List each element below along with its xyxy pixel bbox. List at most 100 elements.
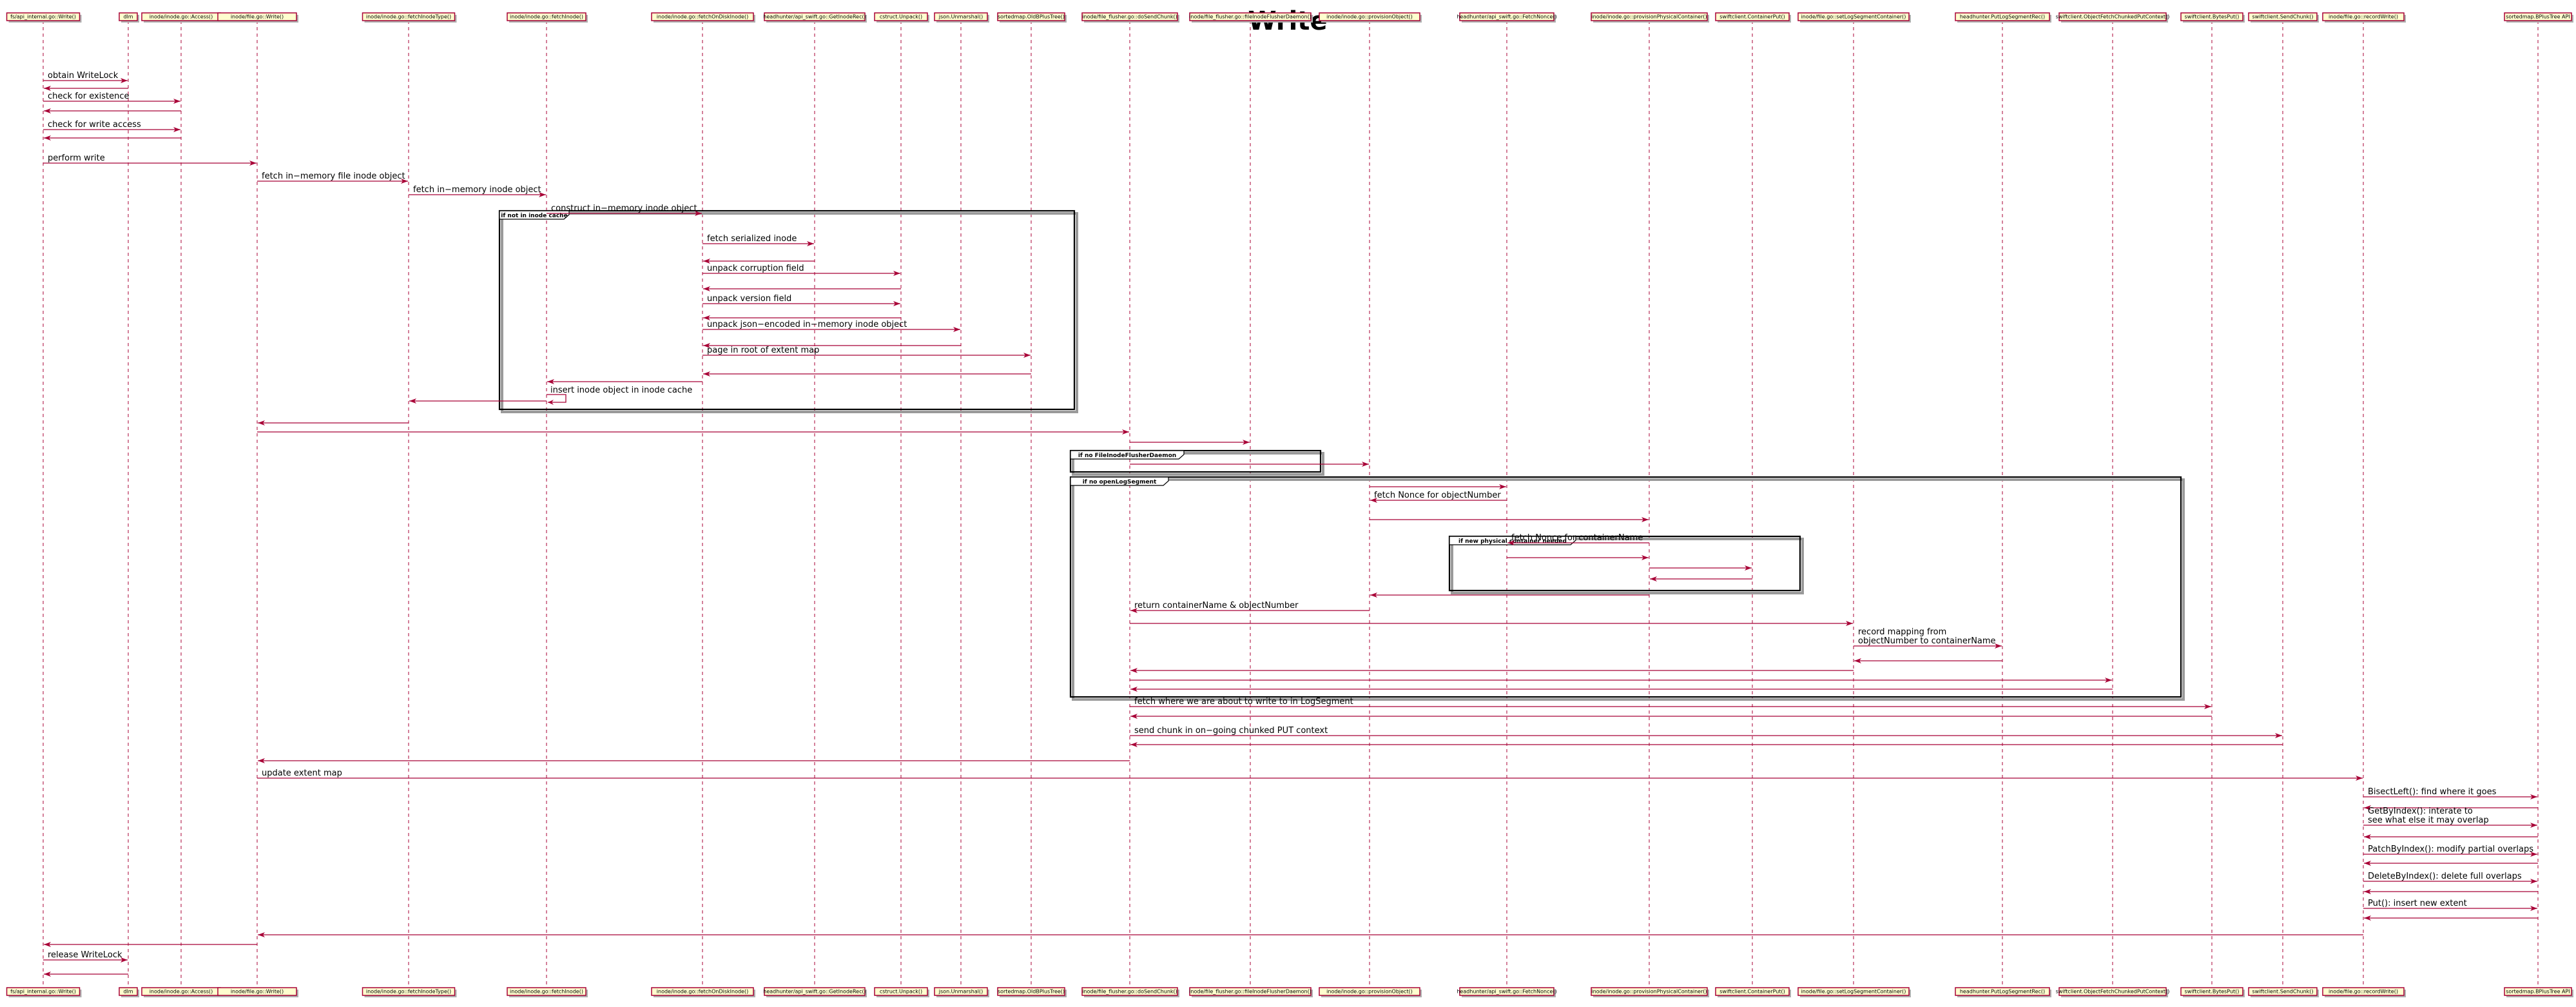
message-52: PatchByIndex(): modify partial overlaps [2363,845,2537,857]
message-label: check for write access [48,120,141,130]
participant-bottom-p15: inode/inode.go::provisionPhysicalContain… [1591,987,1709,997]
participant-label: swiftclient.ObjectFetchChunkedPutContext… [2056,14,2170,20]
message-48: BisectLeft(): find where it goes [2363,787,2537,799]
message-26 [1130,462,1369,467]
participant-top-p0: fs/api_internal.go::Write() [6,12,82,23]
message-59 [44,942,257,947]
participant-label: headhunter/api_swift.go::FetchNonce() [1457,989,1556,995]
participant-top-p3: inode/file.go::Write() [217,12,298,23]
participant-bottom-p20: swiftclient.BytesPut() [2180,987,2245,997]
message-label: unpack version field [707,294,791,304]
participant-top-p5: inode/inode.go::fetchInode() [507,12,588,23]
participant-top-p21: swiftclient.SendChunk() [2248,12,2319,23]
participant-top-p2: inode/inode.go::Access() [141,12,222,23]
participant-top-p12: inode/file_flusher.go::fileInodeFlusherD… [1189,12,1313,23]
participant-bottom-p3: inode/file.go::Write() [217,987,298,997]
participant-label: inode/file.go::recordWrite() [2329,14,2398,20]
message-34 [1370,592,1649,598]
participant-bottom-p19: swiftclient.ObjectFetchChunkedPutContext… [2056,987,2170,997]
participant-label: inode/inode.go::Access() [150,989,213,995]
message-25 [1130,440,1250,445]
fragment-box: if new physical container needed [1448,535,1804,594]
fragment-label: if no FileInodeFlusherDaemon [1078,453,1176,459]
message-28: fetch Nonce for objectNumber [1370,491,1507,503]
participant-label: inode/inode.go::provisionObject() [1326,989,1413,995]
message-58 [258,932,2363,937]
message-9: construct in−memory inode object [547,204,702,216]
participant-bottom-p23: sortedmap.BPlusTree API [2504,987,2573,997]
participant-label: inode/inode.go::fetchInode() [510,14,583,20]
participant-top-p9: json.Unmarshal() [934,12,989,23]
message-0: obtain WriteLock [43,71,128,83]
participant-label: dlm [123,14,133,20]
participant-top-p4: inode/inode.go::fetchInodeType() [362,12,457,23]
participant-label: swiftclient.ObjectFetchChunkedPutContext… [2056,989,2170,995]
message-55 [2364,889,2538,894]
participant-label: inode/inode.go::provisionObject() [1326,14,1413,20]
message-7: fetch in−memory file inode object [257,171,408,184]
message-16: unpack json−encoded in−memory inode obje… [702,320,960,332]
participant-label: headhunter.PutLogSegmentRec() [1960,14,2045,20]
participant-label: inode/inode.go::Access() [150,14,213,20]
message-label: update extent map [262,768,342,778]
participant-label: headhunter/api_swift.go::GetInodeRec() [763,989,866,995]
message-53 [2364,861,2538,866]
participant-label: inode/file_flusher.go::doSendChunk() [1082,14,1177,20]
message-11 [703,259,815,264]
message-label: fetch Nonce for objectNumber [1374,491,1501,500]
participant-bottom-p9: json.Unmarshal() [934,987,989,997]
participant-label: inode/inode.go::fetchOnDiskInode() [657,14,748,20]
participant-top-p19: swiftclient.ObjectFetchChunkedPutContext… [2056,12,2170,23]
participant-label: inode/inode.go::fetchOnDiskInode() [657,989,748,995]
participant-top-p20: swiftclient.BytesPut() [2180,12,2245,23]
participant-label: inode/inode.go::provisionPhysicalContain… [1591,989,1707,995]
message-2: check for existence [43,92,180,104]
message-label: unpack corruption field [707,264,804,273]
fragment-box: if no FileInodeFlusherDaemon [1069,449,1324,476]
participant-bottom-p22: inode/file.go::recordWrite() [2322,987,2406,997]
participant-label: inode/file.go::setLogSegmentContainer() [1801,14,1906,20]
participant-label: inode/file.go::setLogSegmentContainer() [1801,989,1906,995]
participant-top-p8: cstruct.Unpack() [874,12,929,23]
participant-label: swiftclient.ContainerPut() [1719,989,1785,995]
participant-top-p17: inode/file.go::setLogSegmentContainer() [1797,12,1911,23]
participant-bottom-p21: swiftclient.SendChunk() [2248,987,2319,997]
participant-top-p7: headhunter/api_swift.go::GetInodeRec() [763,12,867,23]
participant-label: json.Unmarshal() [938,989,983,995]
message-6: perform write [43,153,257,166]
message-40 [1130,678,2112,683]
message-17 [703,343,961,348]
participant-bottom-p5: inode/inode.go::fetchInode() [507,987,588,997]
message-10: fetch serialized inode [702,234,814,246]
message-61 [44,972,128,977]
participant-top-p6: inode/inode.go::fetchOnDiskInode() [651,12,755,23]
message-label: fetch Nonce for containerName [1511,533,1643,543]
message-12: unpack corruption field [702,264,900,276]
fragment-label: if not in inode cache [501,213,567,219]
message-label: Put(): insert new extent [2368,899,2467,908]
message-30: fetch Nonce for containerName [1507,533,1649,545]
message-label: fetch serialized inode [707,234,797,244]
participant-label: sortedmap.OldBPlusTree() [998,14,1065,20]
participant-label: swiftclient.ContainerPut() [1719,14,1785,20]
message-3 [44,108,181,113]
message-35: return containerName & objectNumber [1130,601,1370,613]
participant-top-p22: inode/file.go::recordWrite() [2322,12,2406,23]
message-label: unpack json−encoded in−memory inode obje… [707,320,907,329]
message-33 [1650,576,1752,582]
participant-bottom-p0: fs/api_internal.go::Write() [6,987,82,997]
participant-label: cstruct.Unpack() [880,14,922,20]
message-label: perform write [48,153,105,163]
message-42: fetch where we are about to write to in … [1130,697,2211,709]
participant-label: inode/file_flusher.go::fileInodeFlusherD… [1189,14,1312,20]
message-44: send chunk in on−going chunked PUT conte… [1130,726,2282,738]
participant-label: fs/api_internal.go::Write() [10,14,76,20]
participant-top-p11: inode/file_flusher.go::doSendChunk() [1081,12,1179,23]
participant-top-p1: dlm [119,12,139,23]
message-label: GetByIndex(): interate to [2368,807,2473,816]
participant-label: headhunter/api_swift.go::FetchNonce() [1457,14,1556,20]
message-label: check for existence [48,92,130,101]
message-24 [257,429,1129,435]
participant-label: swiftclient.SendChunk() [2252,989,2313,995]
